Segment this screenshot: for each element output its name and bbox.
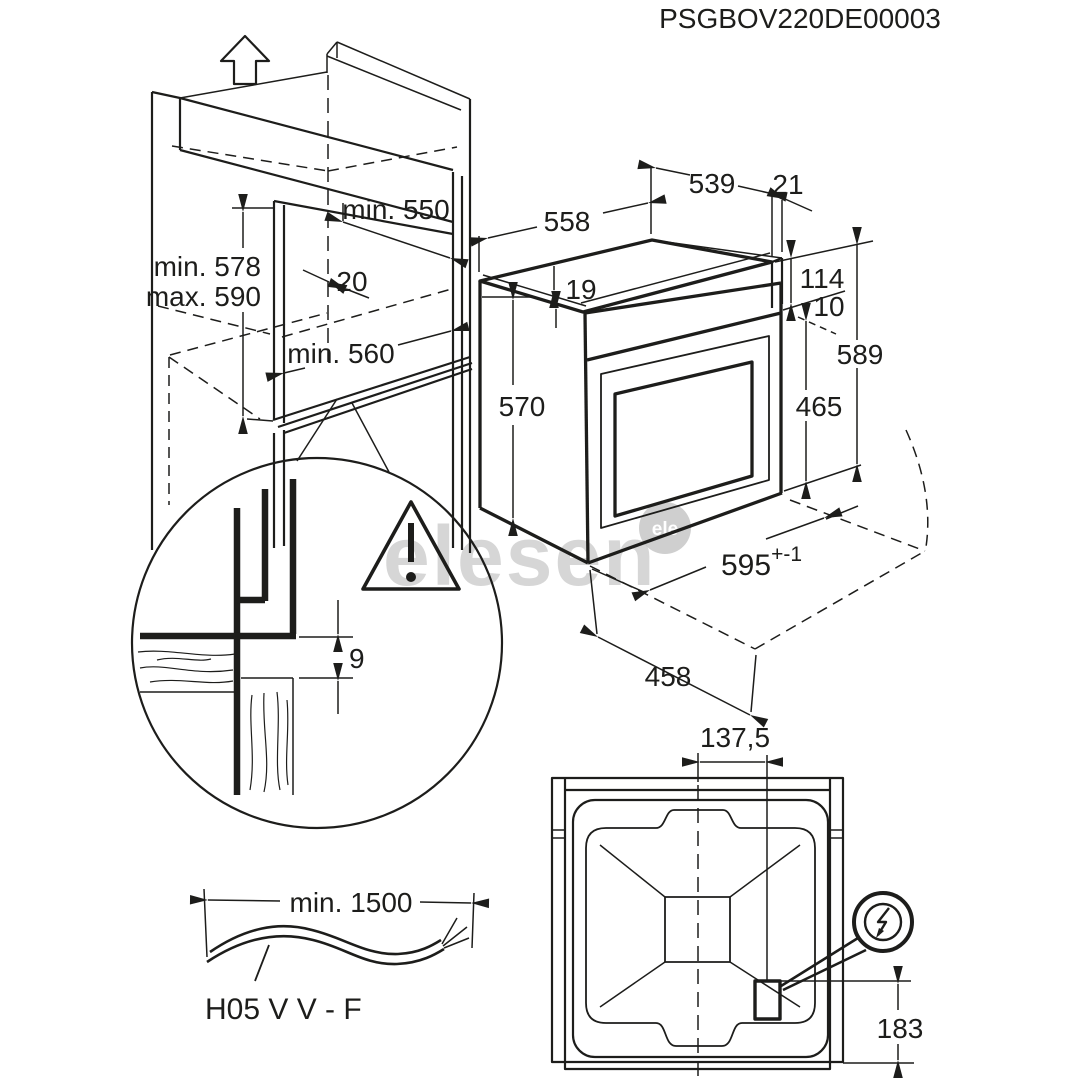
- dim-niche-height-max: max. 590: [146, 281, 261, 312]
- warning-triangle-icon: [361, 500, 461, 591]
- dim-body-depth: 458: [645, 661, 692, 692]
- cable-line: [209, 924, 442, 956]
- dim-niche-width: min. 550: [342, 194, 449, 225]
- detail-circle-outline: [130, 456, 504, 830]
- dim-cable-length: min. 1500: [290, 887, 413, 918]
- ventilation-arrow-icon: [219, 34, 271, 86]
- dim-connection-offset-y: 183: [877, 1013, 924, 1044]
- door-swing-arc: [905, 429, 929, 548]
- terminal-box: [753, 979, 782, 1021]
- oven-diagram: 558 539 21 19 570 114 10 589 465: [469, 159, 929, 728]
- dim-detail-gap: 9: [349, 643, 365, 674]
- mounting-detail-circle: 9: [130, 456, 504, 830]
- rear-view-diagram: 137,5 183: [550, 722, 924, 1080]
- cable-type-label: H05 V V - F: [205, 993, 362, 1026]
- dim-control-panel-height: 114: [800, 263, 845, 294]
- electrical-connection-icon: [780, 891, 914, 992]
- watermark-badge-text: ele: [652, 519, 678, 540]
- drawing-code: PSGBOV220DE00003: [659, 3, 941, 34]
- dim-top-lip: 19: [565, 274, 596, 305]
- cabinet-diagram: min. 550 min. 578 max. 590 20 min. 560: [146, 34, 473, 553]
- dim-front-width: 595+-1: [721, 543, 802, 582]
- dim-niche-height-min: min. 578: [154, 251, 261, 282]
- dim-body-height: 570: [499, 391, 546, 422]
- dim-back-rail: 21: [772, 169, 803, 200]
- dim-top-width-back: 539: [689, 168, 736, 199]
- dim-door-height: 465: [796, 391, 843, 422]
- dim-panel-overlap: 10: [813, 291, 844, 322]
- power-cable-diagram: min. 1500 H05 V V - F: [189, 887, 490, 1026]
- dim-connection-offset-x: 137,5: [700, 722, 770, 753]
- dim-overall-height: 589: [837, 339, 884, 370]
- cable-wires: [441, 917, 470, 949]
- dim-top-depth: 558: [544, 206, 591, 237]
- dim-niche-depth: min. 560: [287, 338, 394, 369]
- dim-back-clearance: 20: [336, 266, 367, 297]
